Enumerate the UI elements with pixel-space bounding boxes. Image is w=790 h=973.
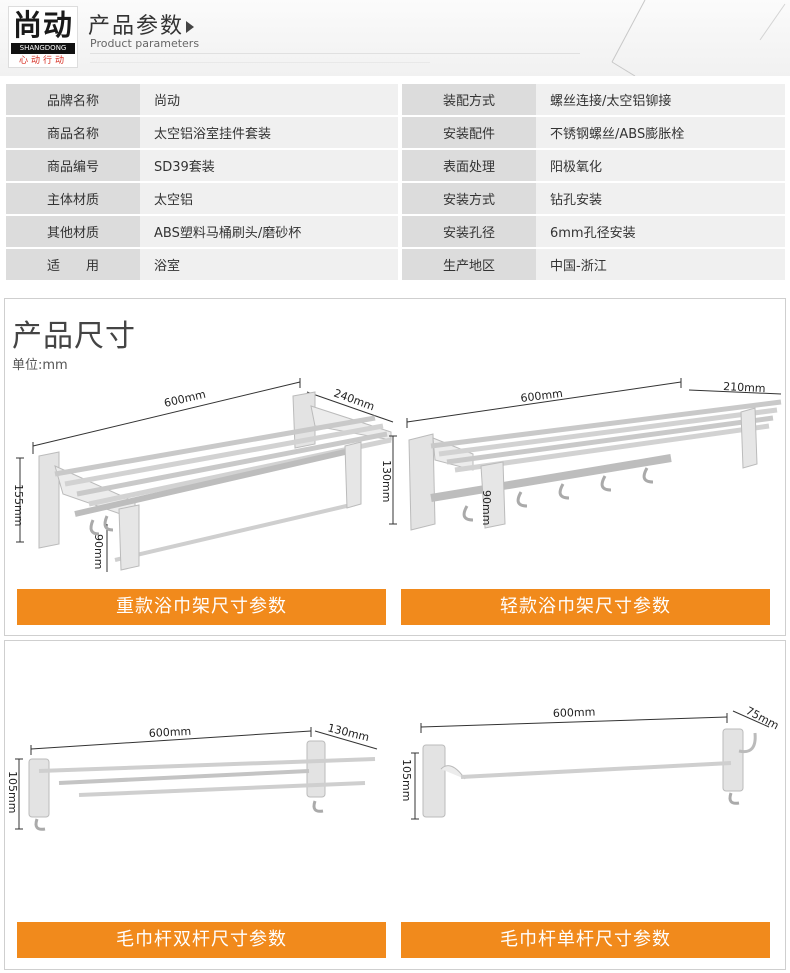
- size-unit: 单位:mm: [12, 358, 68, 373]
- light-rack-label: 轻款浴巾架尺寸参数: [401, 589, 770, 625]
- spec-gap: [398, 84, 402, 116]
- double-bar-illustration: 600mm 130mm 105mm: [6, 721, 378, 831]
- spec-value: 不锈钢螺丝/ABS膨胀栓: [536, 117, 785, 149]
- spec-key: 表面处理: [402, 150, 536, 182]
- section-title: 产品参数: [88, 8, 195, 40]
- dim-hook: 90mm: [480, 490, 493, 525]
- dim-width: 600mm: [553, 706, 596, 720]
- spec-value: SD39套装: [140, 150, 398, 182]
- spec-gap: [398, 117, 402, 149]
- spec-value: 阳极氧化: [536, 150, 785, 182]
- brand-logo: 尚动 SHANGDONG 心动行动: [8, 6, 78, 68]
- spec-key: 商品编号: [6, 150, 140, 182]
- dim-height: 105mm: [6, 771, 19, 813]
- logo-english-text: SHANGDONG: [11, 43, 75, 54]
- logo-main-text: 尚动: [13, 8, 74, 42]
- dim-width: 600mm: [163, 388, 207, 410]
- divider: [90, 53, 580, 54]
- dim-height: 105mm: [400, 759, 413, 801]
- section-subtitle: Product parameters: [90, 37, 200, 50]
- dim-width: 600mm: [148, 725, 191, 740]
- spec-row: 商品名称太空铝浴室挂件套装安装配件不锈钢螺丝/ABS膨胀栓: [6, 117, 785, 149]
- spec-value: 钻孔安装: [536, 183, 785, 215]
- dim-height: 155mm: [12, 484, 25, 526]
- spec-row: 主体材质太空铝安装方式钻孔安装: [6, 183, 785, 215]
- spec-key: 安装孔径: [402, 216, 536, 248]
- decorative-lines: [611, 0, 786, 76]
- single-bar-label: 毛巾杆单杆尺寸参数: [401, 922, 770, 958]
- spec-value: 6mm孔径安装: [536, 216, 785, 248]
- spec-row: 品牌名称尚动装配方式螺丝连接/太空铝铆接: [6, 84, 785, 116]
- size-title: 产品尺寸: [12, 319, 136, 354]
- light-rack-illustration: 600mm 210mm 130mm 90mm: [380, 378, 782, 531]
- spec-key: 品牌名称: [6, 84, 140, 116]
- spec-gap: [398, 183, 402, 215]
- spec-key: 适 用: [6, 249, 140, 281]
- spec-key: 生产地区: [402, 249, 536, 281]
- spec-value: 浴室: [140, 249, 398, 281]
- spec-value: 尚动: [140, 84, 398, 116]
- spec-key: 安装方式: [402, 183, 536, 215]
- dim-width: 600mm: [520, 387, 564, 405]
- spec-key: 主体材质: [6, 183, 140, 215]
- dim-hook: 90mm: [92, 534, 105, 569]
- spec-key: 装配方式: [402, 84, 536, 116]
- spec-value: ABS塑料马桶刷头/磨砂杯: [140, 216, 398, 248]
- dim-depth: 240mm: [332, 387, 376, 414]
- single-bar-illustration: 600mm 75mm 105mm: [400, 704, 781, 820]
- dim-depth: 210mm: [723, 380, 766, 395]
- size-panel-towel-bars: 600mm 130mm 105mm 600mm 75mm 105mm 毛巾杆双杆…: [4, 640, 786, 970]
- divider: [90, 62, 430, 63]
- spec-value: 中国-浙江: [536, 249, 785, 281]
- double-bar-label: 毛巾杆双杆尺寸参数: [17, 922, 386, 958]
- spec-key: 安装配件: [402, 117, 536, 149]
- spec-value: 太空铝: [140, 183, 398, 215]
- dim-depth: 75mm: [744, 704, 781, 732]
- heavy-rack-illustration: 600mm 240mm 155mm 90mm: [12, 378, 394, 572]
- page-header: 尚动 SHANGDONG 心动行动 产品参数 Product parameter…: [0, 0, 790, 76]
- logo-slogan: 心动行动: [18, 56, 67, 66]
- spec-value: 螺丝连接/太空铝铆接: [536, 84, 785, 116]
- spec-row: 适 用浴室生产地区中国-浙江: [6, 249, 785, 281]
- size-panel-racks: 产品尺寸 单位:mm 600mm 240mm 155mm 90mm: [4, 298, 786, 636]
- spec-key: 商品名称: [6, 117, 140, 149]
- section-title-text: 产品参数: [88, 14, 185, 39]
- dim-height: 130mm: [380, 460, 393, 502]
- spec-gap: [398, 249, 402, 281]
- spec-gap: [398, 150, 402, 182]
- spec-gap: [398, 216, 402, 248]
- heavy-rack-label: 重款浴巾架尺寸参数: [17, 589, 386, 625]
- spec-table: 品牌名称尚动装配方式螺丝连接/太空铝铆接商品名称太空铝浴室挂件套装安装配件不锈钢…: [6, 83, 785, 282]
- spec-key: 其他材质: [6, 216, 140, 248]
- spec-value: 太空铝浴室挂件套装: [140, 117, 398, 149]
- triangle-right-icon: [186, 21, 195, 33]
